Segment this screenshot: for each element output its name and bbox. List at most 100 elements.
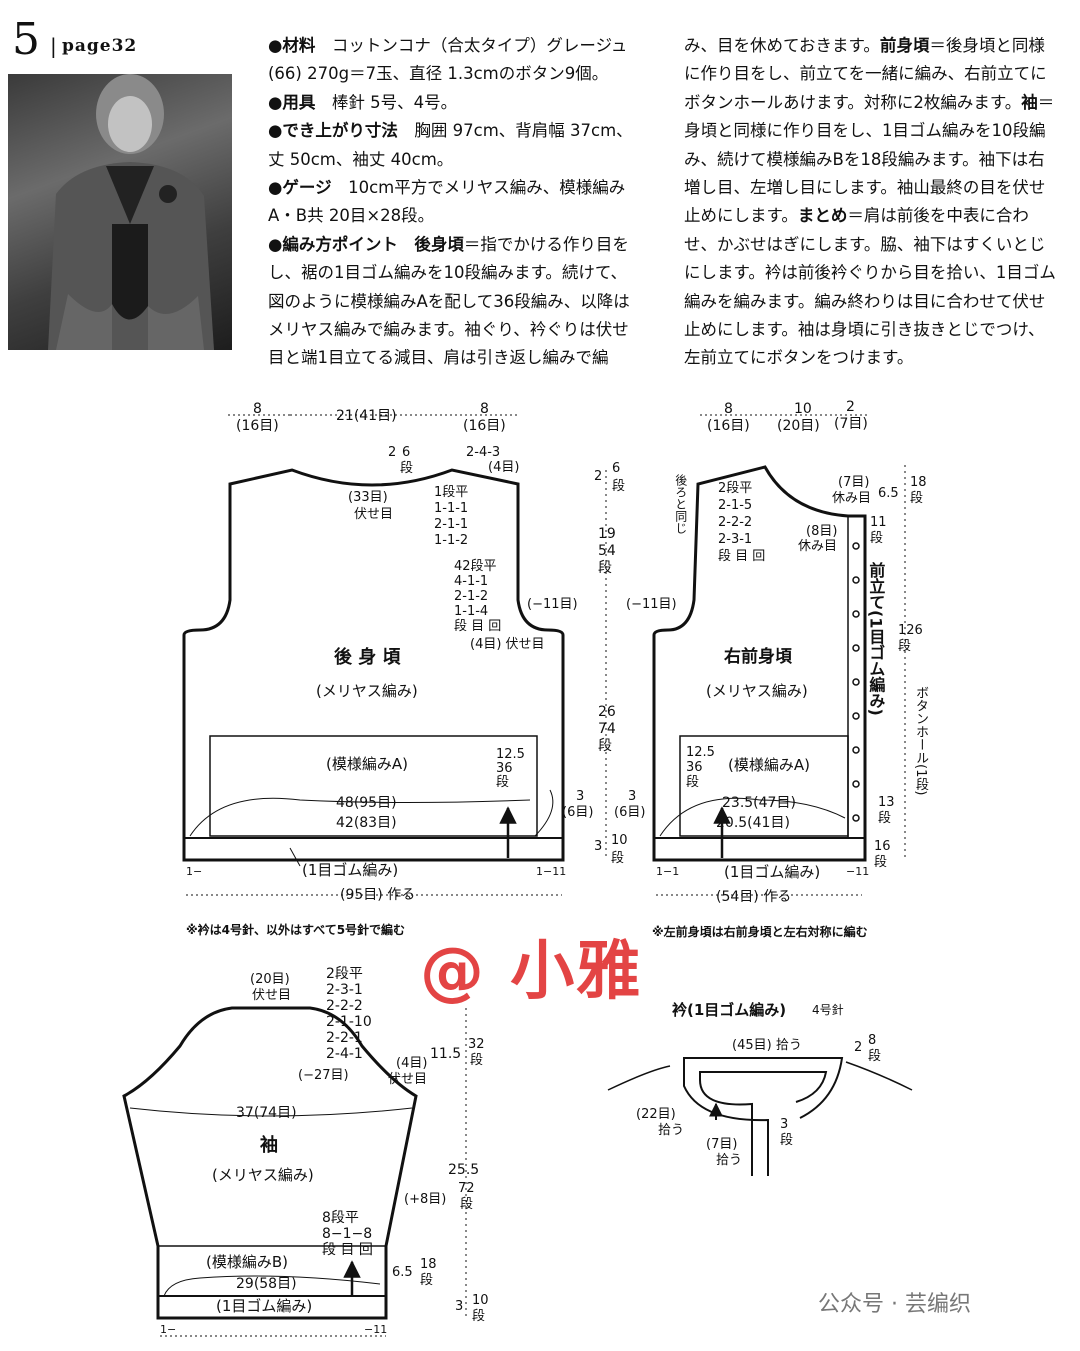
sleeve-width: 37(74目) (236, 1105, 297, 1121)
instruction-text: 棒針 5号、4号。 (315, 92, 458, 112)
buttonhole-mark (852, 644, 860, 652)
front-pattern-height: 12.5 (686, 745, 715, 760)
back-rib-marks: 1−11 (536, 865, 567, 878)
collar-front-pickup: 拾う (716, 1153, 743, 1168)
front-shoulder-stitches: (16目) (707, 418, 750, 434)
buttonhole-label: ボタンホール(1段) (912, 686, 928, 796)
sleeve-cap-shaping: 2段平 (326, 966, 363, 982)
side-mid: 19 (598, 526, 616, 542)
back-pattern-height: 12.5 (496, 747, 525, 762)
body-height-dims (605, 465, 906, 860)
sleeve-pattern: (模様編みB) (206, 1253, 288, 1271)
sleeve-top: 伏せ目 (252, 988, 292, 1003)
back-armhole-shaping: 4-1-1 (454, 574, 489, 589)
sleeve-stitch: (メリヤス編み) (212, 1166, 314, 1184)
collar-back-pickup: (45目) 拾う (732, 1038, 802, 1053)
sleeve-cuff: 29(58目) (236, 1276, 297, 1292)
side-rib: 10 (611, 833, 628, 848)
front-width: 23.5(47目) (722, 795, 796, 811)
front-neck-shaping: 2-3-1 (718, 532, 753, 547)
front-band-width: 2 (846, 399, 855, 415)
sleeve-cap-shaping: 2-3-1 (326, 982, 363, 998)
back-shoulder-shaping: 1-1-2 (434, 533, 469, 548)
back-shoulder-steps: 2-4-3 (466, 445, 501, 460)
back-shoulder-shaping: 1段平 (434, 485, 469, 500)
sleeve-pattern-height: 6.5 (392, 1265, 413, 1280)
front-band-label: 前立て(1目ゴム編み) (866, 562, 886, 716)
front-pattern-height: 36 (686, 760, 703, 775)
side-top: 6 (612, 461, 621, 476)
instruction-heading: ●材料 (268, 36, 316, 55)
page-number: 5 (12, 14, 40, 65)
front-side: (6目) (614, 805, 646, 820)
front-side: 3 (628, 789, 637, 804)
buttonhole-mark (852, 746, 860, 754)
front-band-dims: 126 (898, 623, 923, 638)
front-rib-marks: 1−1 (656, 865, 680, 878)
instruction-heading: ●編み方ポイント 後身頃 (268, 234, 464, 254)
footer-watermark: 公众号 · 芸编织 (818, 1292, 971, 1317)
back-neck-rows: 6 (402, 445, 411, 460)
back-shoulder-stitches: (16目) (463, 418, 506, 434)
left-front-note: ※左前身頃は右前身頃と左右対称に編む (652, 925, 868, 939)
instruction-heading: ●ゲージ (268, 178, 332, 198)
instruction-heading: ●用具 (268, 92, 316, 112)
instruction-paragraph: まとめ＝肩は前後を中表に合わせ、かぶせはぎにします。脇、袖下はすくいとじにします… (684, 206, 1056, 367)
front-neck-stitches: (20目) (777, 418, 820, 434)
front-hold: (7目) (838, 475, 870, 490)
sleeve-height: 段 (460, 1197, 474, 1212)
instruction-paragraph: ●ゲージ 10cm平方でメリヤス編み、模様編みA・B共 20目×28段。 (268, 178, 625, 225)
sleeve-pattern-height: 18 (420, 1257, 437, 1272)
front-pattern-height: 段 (686, 775, 700, 790)
sleeve-cap-height: 段 (470, 1053, 484, 1068)
back-shoulder-width: 8 (480, 401, 489, 417)
collar-diagram (607, 1057, 913, 1176)
front-neck-shaping: 2段平 (718, 481, 753, 496)
instruction-text: 10cm平方でメリヤス編み、模様編みA・B共 20目×28段。 (268, 178, 626, 226)
buttonhole-mark (852, 576, 860, 584)
front-band-dims: 11 (870, 515, 887, 530)
instruction-paragraph: ●用具 棒針 5号、4号。 (268, 93, 457, 112)
back-side: 3 (576, 789, 585, 804)
instruction-heading: 袖 (1021, 92, 1038, 112)
collar-needle: 4号針 (812, 1003, 844, 1017)
front-hold: (8目) (806, 524, 838, 539)
collar-side-pickup: (22目) (636, 1107, 676, 1122)
buttonhole-mark (852, 780, 860, 788)
back-neck-width: 21(41目) (336, 408, 397, 424)
side-lower: 74 (598, 721, 616, 737)
sleeve-rib-marks: −11 (364, 1323, 388, 1336)
sleeve-cap-shaping: 2-2-1 (326, 1030, 363, 1046)
collar-side-pickup: 拾う (658, 1123, 685, 1138)
side-lower: 26 (598, 704, 616, 720)
sleeve-cap-bindoff: 伏せ目 (388, 1072, 428, 1087)
back-pattern: (模様編みA) (326, 755, 408, 773)
front-body-diagram (652, 414, 870, 896)
collar-height: 段 (868, 1049, 882, 1064)
sleeve-rib: (1目ゴム編み) (216, 1297, 313, 1315)
collar-title: 衿(1目ゴム編み) (672, 1001, 787, 1019)
front-neck-width: 10 (794, 401, 812, 417)
instruction-text: ＝身頃と同様に作り目をし、1目ゴム編みを10段編み、続けて模様編みBを18段編み… (684, 92, 1055, 226)
instruction-text: 胸囲 97cm、背肩幅 37cm、丈 50cm、袖丈 40cm。 (268, 121, 633, 169)
front-hold: 休み目 (832, 491, 872, 506)
side-lower: 段 (598, 738, 612, 754)
front-rib: (1目ゴム編み) (724, 863, 821, 881)
front-neck-shaping: 2-1-5 (718, 498, 753, 513)
back-shoulder-shaping: 1-1-1 (434, 501, 469, 516)
instruction-paragraph: 袖＝身頃と同様に作り目をし、1目ゴム編みを10段編み、続けて模様編みBを18段編… (684, 93, 1054, 226)
front-band-dims: 6.5 (878, 486, 899, 501)
front-cast-on: (54目) 作る (716, 889, 792, 905)
instruction-heading: まとめ (797, 206, 848, 226)
front-band-dims: 段 (870, 531, 884, 546)
sleeve-cap-decrease: (−27目) (298, 1068, 349, 1083)
sleeve-increase-steps: 8段平 (322, 1210, 359, 1226)
side-top: 段 (612, 479, 626, 494)
instructions-column-1: ●材料 コットンコナ（合太タイプ）グレージュ(66) 270g＝7玉、直径 1.… (268, 32, 642, 373)
instruction-paragraph: み、目を休めておきます。 (684, 36, 880, 55)
back-neck-rows: 段 (400, 461, 414, 476)
instruction-text: ＝肩は前後を中表に合わせ、かぶせはぎにします。脇、袖下はすくいとじにします。衿は… (684, 206, 1056, 368)
back-armhole-bindoff: (4目) 伏せ目 (470, 637, 545, 652)
back-width: 48(95目) (336, 795, 397, 811)
back-shoulder-shaping: 2-1-1 (434, 517, 469, 532)
